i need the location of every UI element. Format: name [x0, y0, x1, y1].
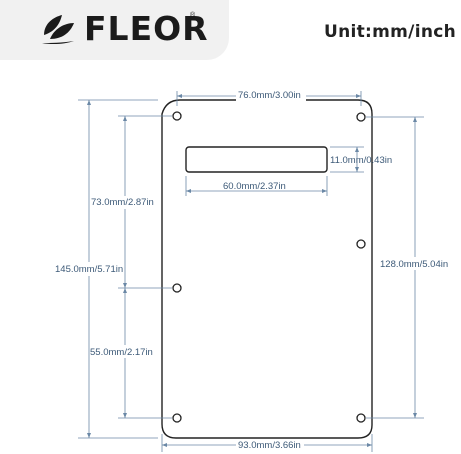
logo-block: FLEOR ®	[0, 0, 229, 60]
label-upper-hole-spacing: 73.0mm/2.87in	[91, 197, 154, 208]
screw-hole-top-right	[356, 112, 366, 122]
label-top-width: 76.0mm/3.00in	[238, 90, 301, 101]
label-bottom-width: 93.0mm/3.66in	[238, 440, 301, 451]
screw-hole-bottom-right	[356, 413, 366, 423]
dimension-lines	[78, 91, 424, 452]
dimension-arrows	[87, 94, 417, 447]
label-right-hole-spacing: 128.0mm/5.04in	[380, 259, 448, 270]
unit-label: Unit:mm/inch	[324, 22, 457, 42]
plate	[161, 99, 373, 439]
screw-hole-top-left	[172, 111, 182, 121]
brand-logo-text: FLEOR	[84, 9, 209, 48]
plate-outline	[161, 99, 373, 439]
screw-hole-middle-left	[172, 283, 182, 293]
label-slot-width: 60.0mm/2.37in	[223, 181, 286, 192]
label-slot-height: 11.0mm/0.43in	[330, 155, 392, 166]
screw-hole-bottom-left	[172, 413, 182, 423]
registered-mark: ®	[190, 12, 196, 19]
leaf-icon	[42, 15, 74, 45]
screw-hole-middle-right	[356, 239, 366, 249]
spring-access-slot	[185, 146, 328, 173]
label-lower-hole-spacing: 55.0mm/2.17in	[90, 347, 153, 358]
label-total-height: 145.0mm/5.71in	[55, 264, 123, 275]
